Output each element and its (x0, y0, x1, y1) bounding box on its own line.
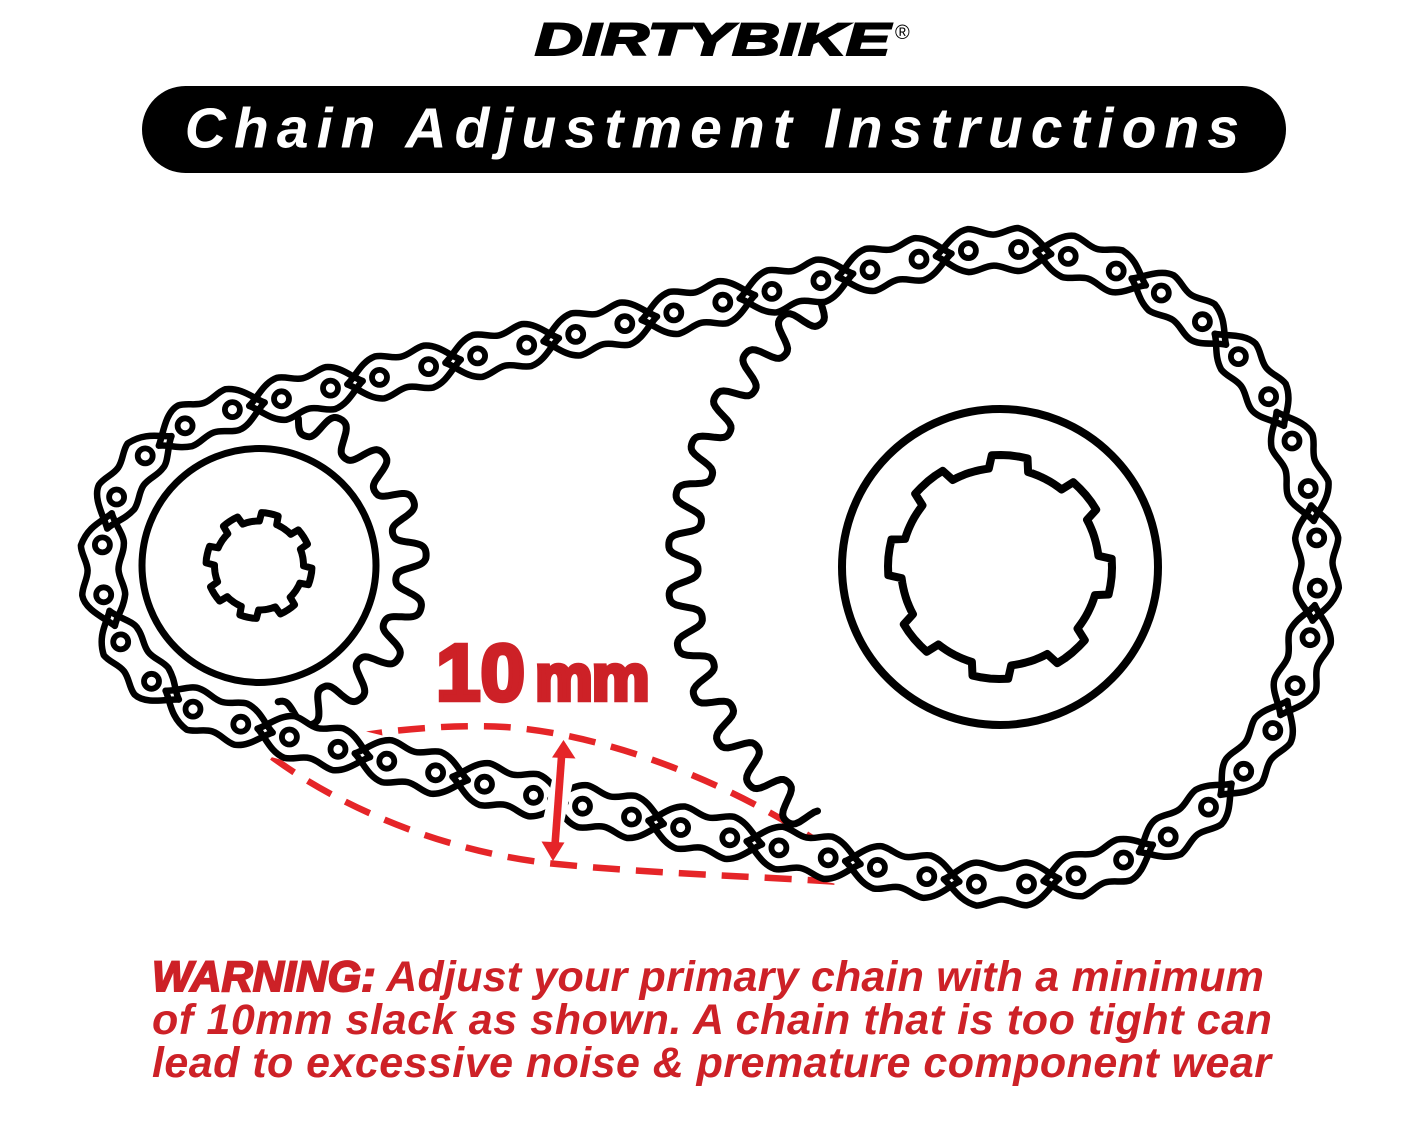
svg-text:10mm: 10mm (436, 628, 649, 717)
svg-text:Chain Adjustment Instructions: Chain Adjustment Instructions (185, 97, 1248, 161)
svg-text:®: ® (895, 22, 910, 44)
svg-text:WARNING: Adjust your primary c: WARNING: Adjust your primary chain with … (152, 953, 1264, 1001)
svg-text:lead to excessive noise & prem: lead to excessive noise & premature comp… (152, 1039, 1273, 1087)
svg-text:DIRTYBIKE: DIRTYBIKE (535, 14, 893, 64)
svg-text:of 10mm slack as shown. A chai: of 10mm slack as shown. A chain that is … (152, 996, 1273, 1044)
